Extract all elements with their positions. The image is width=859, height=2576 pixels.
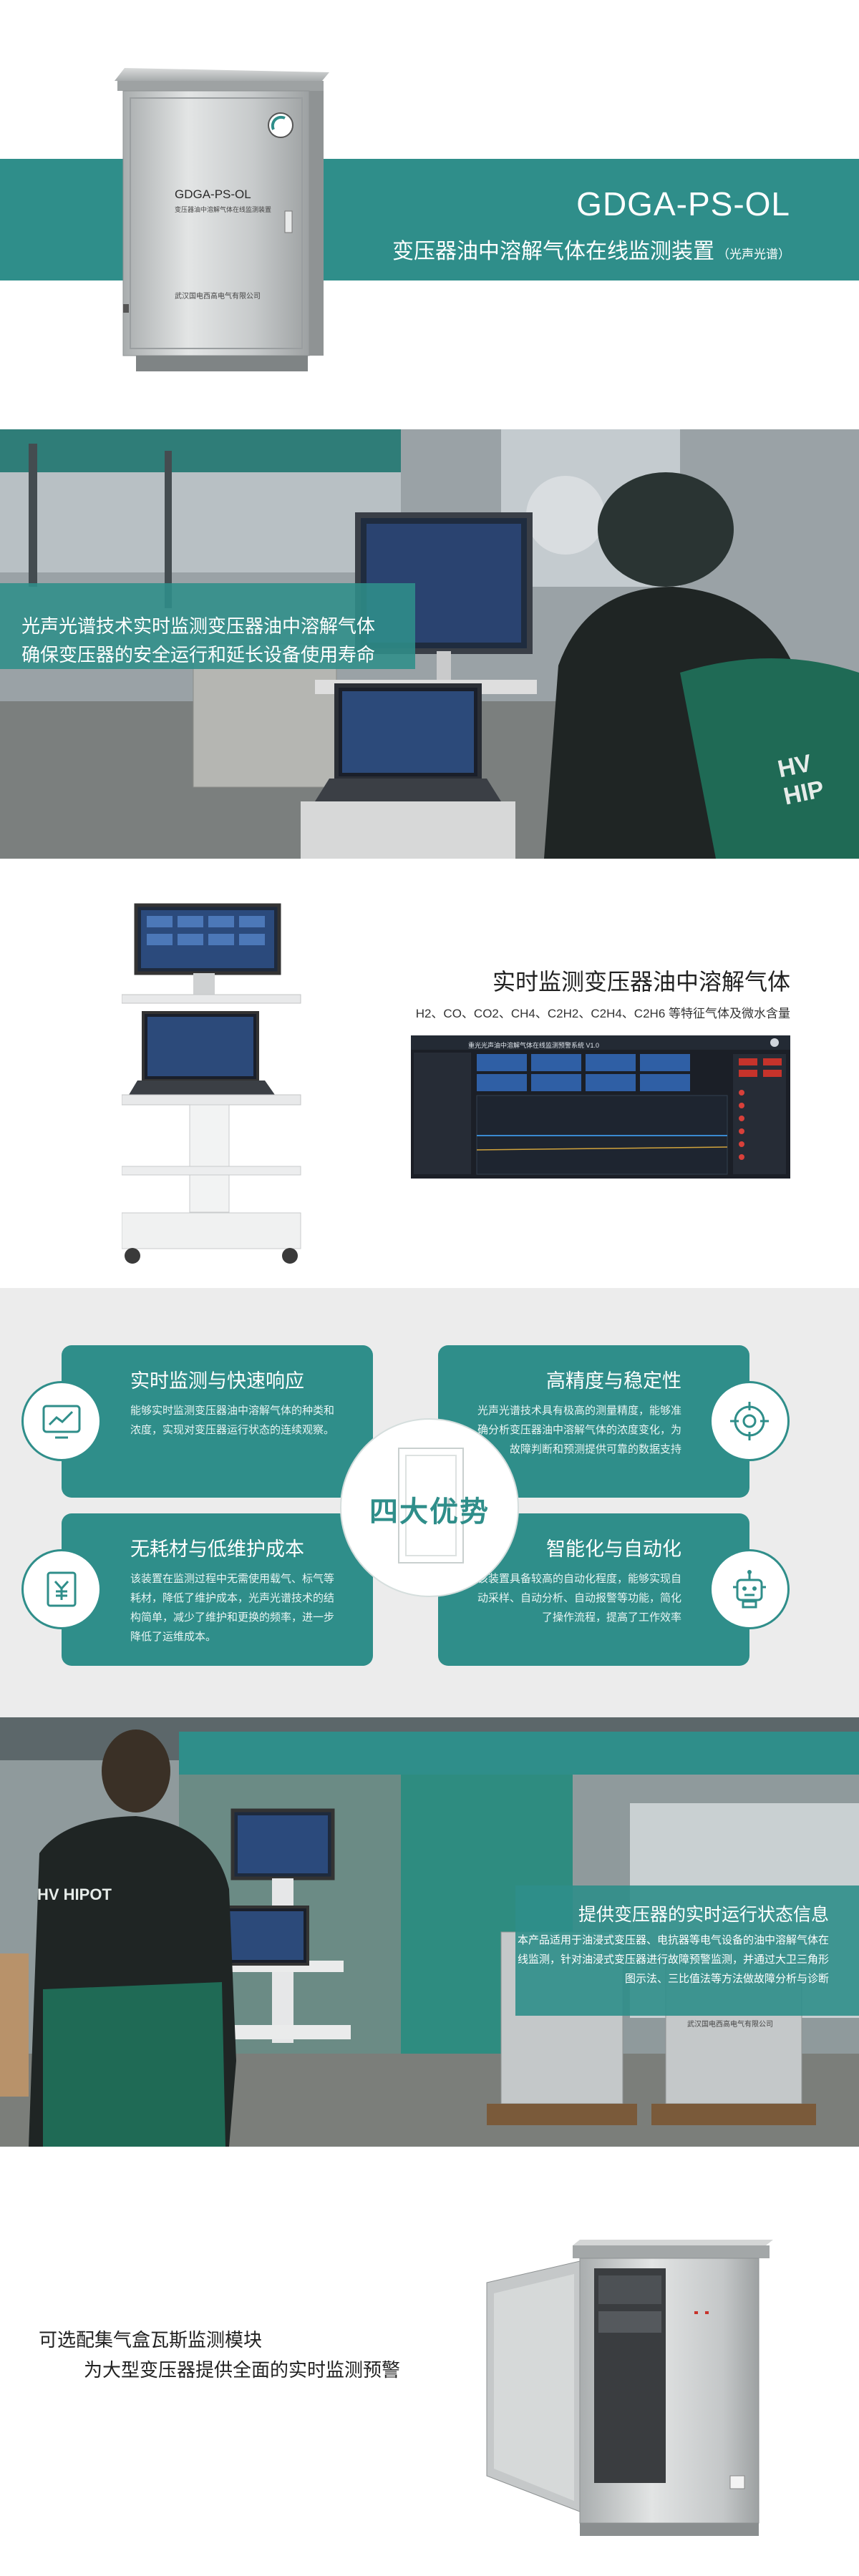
robot-icon: [733, 1570, 766, 1609]
status-section: HV HIPOT 武汉国电西高电气有限公司 提供变压器的实时运行状态信息 本产品…: [0, 1717, 859, 2147]
status-heading: 提供变压器的实时运行状态信息: [578, 1905, 829, 1925]
module-line-1: 可选配集气盒瓦斯监测模块: [39, 2329, 263, 2351]
jacket-logo: HV HIPOT: [37, 1885, 112, 1903]
hero-section: GDGA-PS-OL 变压器油中溶解气体在线监测装置 武汉国电西高电气有限公司 …: [0, 0, 859, 429]
advantages-center-badge: [340, 1418, 519, 1597]
monitor-section: 实时监测变压器油中溶解气体 H2、CO、CO2、CH4、C2H2、C2H4、C2…: [0, 859, 859, 1288]
software-title: 重光光声油中溶解气体在线监测预警系统 V1.0: [468, 1042, 600, 1049]
software-screenshot: [411, 1035, 790, 1179]
yuan-document-icon: [47, 1571, 77, 1607]
intro-line-2: 确保变压器的安全运行和延长设备使用寿命: [21, 644, 376, 665]
advantage-card-realtime: 实时监测与快速响应 能够实时监测变压器油中溶解气体的种类和浓度，实现对变压器运行…: [21, 1345, 373, 1498]
cabinet-label-model: GDGA-PS-OL: [175, 187, 251, 201]
hero-model: GDGA-PS-OL: [576, 185, 790, 223]
advantage-icon-wrap: [709, 1381, 790, 1461]
intro-banner: [0, 583, 415, 669]
cabinet-outline-icon: [398, 1448, 464, 1563]
hero-title-text: 变压器油中溶解气体在线监测装置: [392, 240, 714, 263]
monitor-heading: 实时监测变压器油中溶解气体: [492, 969, 790, 995]
advantage-desc: 该装置具备较高的自动化程度，能够实现自动采样、自动分析、自动报警等功能，简化了操…: [477, 1573, 682, 1624]
advantage-desc: 光声光谱技术具有极高的测量精度，能够准确分析变压器油中溶解气体的浓度变化，为故障…: [477, 1405, 682, 1455]
advantages-center-label: 四大优势: [369, 1496, 490, 1528]
status-panel: [515, 1885, 859, 2016]
status-desc: 本产品适用于油浸式变压器、电抗器等电气设备的油中溶解气体在线监测，针对油浸式变压…: [517, 1934, 829, 1985]
intro-section: HV HIP 光声光谱技术实时监测变压器油中溶解气体 确保变压器的安全运行和延长…: [0, 429, 859, 859]
cabinet-maker-label: 武汉国电西高电气有限公司: [687, 2021, 773, 2029]
advantage-title: 实时监测与快速响应: [130, 1370, 304, 1392]
target-icon: [730, 1402, 769, 1440]
advantage-title: 智能化与自动化: [546, 1538, 681, 1560]
advantage-desc: 该装置在监测过程中无需使用载气、标气等耗材，降低了维护成本，光声光谱技术的结构简…: [130, 1573, 335, 1643]
advantage-title: 无耗材与低维护成本: [130, 1538, 304, 1560]
monitor-cart-image: [122, 903, 301, 1264]
open-cabinet-image: [486, 2240, 773, 2536]
advantage-card-low-cost: 无耗材与低维护成本 该装置在监测过程中无需使用载气、标气等耗材，降低了维护成本，…: [21, 1513, 373, 1666]
cabinet-maker-label: 武汉国电西高电气有限公司: [175, 293, 261, 301]
hero-title: 变压器油中溶解气体在线监测装置（光声光谱）: [392, 233, 790, 265]
advantage-icon-wrap: [21, 1381, 102, 1461]
chart-monitor-icon: [42, 1405, 81, 1439]
lab-photo: [0, 429, 859, 859]
module-section: 可选配集气盒瓦斯监测模块 为大型变压器提供全面的实时监测预警: [0, 2147, 859, 2576]
advantages-section: 实时监测与快速响应 能够实时监测变压器油中溶解气体的种类和浓度，实现对变压器运行…: [0, 1288, 859, 1717]
advantage-icon-wrap: [709, 1549, 790, 1629]
hero-title-note: （光声光谱）: [717, 248, 790, 261]
monitor-gases: H2、CO、CO2、CH4、C2H2、C2H4、C2H6 等特征气体及微水含量: [415, 1007, 790, 1020]
module-line-2: 为大型变压器提供全面的实时监测预警: [84, 2359, 401, 2381]
cabinet-label-name: 变压器油中溶解气体在线监测装置: [175, 206, 272, 213]
intro-line-1: 光声光谱技术实时监测变压器油中溶解气体: [21, 615, 376, 637]
advantage-title: 高精度与稳定性: [546, 1370, 681, 1392]
advantage-desc: 能够实时监测变压器油中溶解气体的种类和浓度，实现对变压器运行状态的连续观察。: [130, 1405, 335, 1436]
cabinet-image: [115, 68, 329, 371]
advantage-icon-wrap: [21, 1549, 102, 1629]
